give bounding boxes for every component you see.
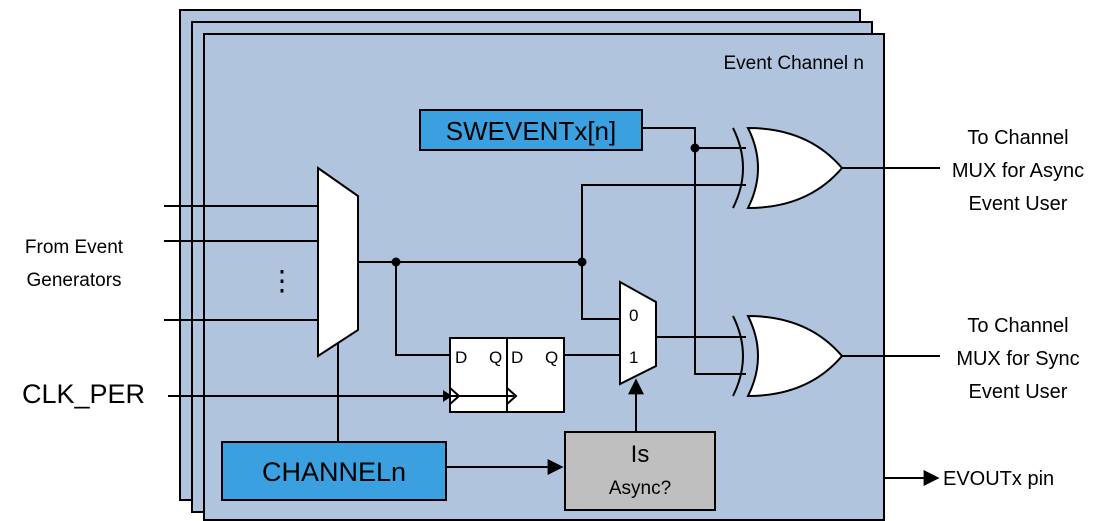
channel-register-label: CHANNELn: [262, 457, 406, 487]
out-async-line1: To Channel: [967, 127, 1068, 149]
out-async-line2: MUX for Async: [952, 160, 1084, 182]
evout-label: EVOUTx pin: [943, 468, 1054, 490]
inputs-label-line1: From Event: [25, 237, 124, 258]
out-async-line3: Event User: [969, 193, 1068, 215]
inputs-label-line2: Generators: [26, 270, 121, 291]
is-async-line2: Async?: [609, 478, 671, 499]
ff1-q-label: Q: [489, 348, 502, 367]
out-sync-line1: To Channel: [967, 315, 1068, 337]
input-mux: [318, 168, 358, 356]
out-sync-line3: Event User: [969, 381, 1068, 403]
ff2-d-label: D: [511, 348, 523, 367]
select-mux-in1: 1: [629, 348, 638, 367]
out-sync-line2: MUX for Sync: [956, 348, 1079, 370]
panel-title: Event Channel n: [724, 53, 865, 74]
ff1-d-label: D: [455, 348, 467, 367]
select-mux-in0: 0: [629, 306, 638, 325]
is-async-line1: Is: [631, 441, 650, 468]
input-ellipsis: ⋮: [268, 265, 296, 296]
ff2-q-label: Q: [545, 348, 558, 367]
clock-label: CLK_PER: [22, 379, 145, 409]
swevent-register-label: SWEVENTx[n]: [446, 116, 616, 146]
